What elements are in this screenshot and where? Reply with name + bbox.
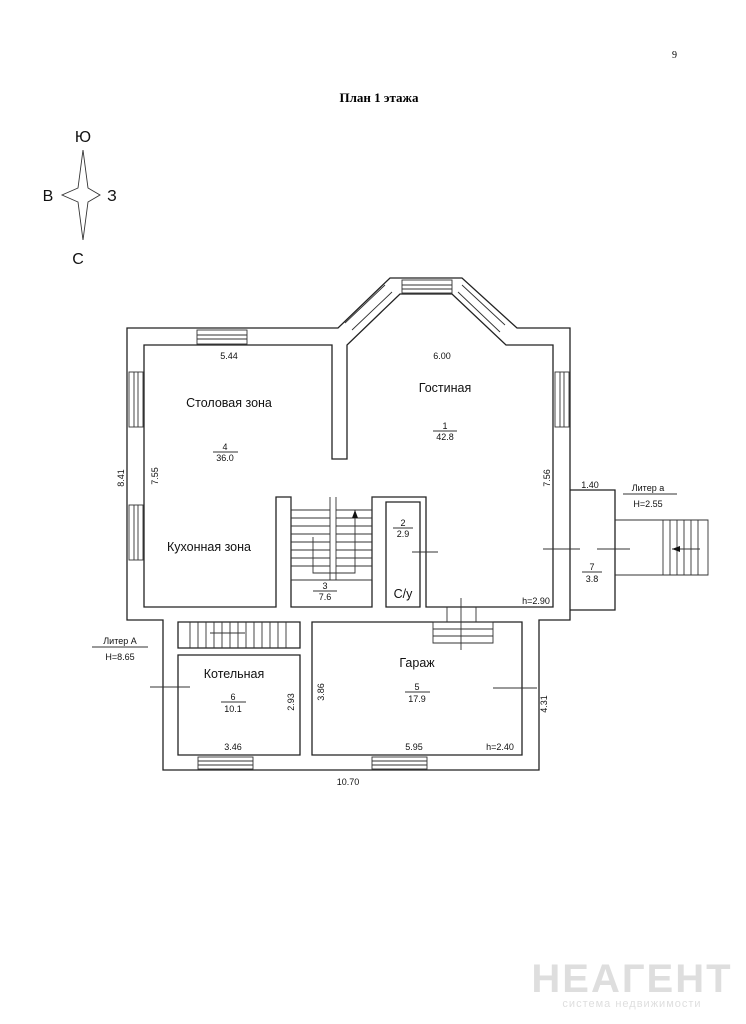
liter-a-main-height: H=8.65 (105, 652, 134, 662)
dim-dining-height: 7.55 (150, 467, 160, 485)
room-name-dining: Столовая зона (186, 396, 272, 410)
dim-boiler-height: 2.93 (286, 693, 296, 711)
compass-east: В (43, 188, 54, 205)
liter-labels: Литер А H=8.65 Литер а H=2.55 (92, 483, 677, 662)
dimensions: 5.44 6.00 8.41 7.55 7.56 1.40 h=2.90 2.9… (116, 351, 599, 787)
room-number-6: 6 (230, 692, 235, 702)
room-name-kitchen: Кухонная зона (167, 540, 251, 554)
dim-garage-width: 5.95 (405, 742, 423, 752)
room-number-1: 1 (442, 421, 447, 431)
watermark-tagline: система недвижимости (562, 998, 701, 1010)
room-area-3: 7.6 (319, 592, 332, 602)
compass-north: С (72, 251, 84, 268)
room-number-5: 5 (414, 682, 419, 692)
dim-dining-width: 5.44 (220, 351, 238, 361)
room-name-wc: С/у (394, 587, 414, 601)
dim-garage-ceiling: h=2.40 (486, 742, 514, 752)
windows (128, 279, 570, 770)
dim-living-width: 6.00 (433, 351, 451, 361)
liter-a-porch-label: Литер а (632, 483, 664, 493)
dim-living-ceiling: h=2.90 (522, 596, 550, 606)
room-name-boiler: Котельная (204, 667, 265, 681)
compass-west: З (107, 188, 117, 205)
room-number-4: 4 (222, 442, 227, 452)
room-name-garage: Гараж (399, 656, 435, 670)
dim-boiler-width: 3.46 (224, 742, 242, 752)
dim-living-height: 7.56 (542, 469, 552, 487)
watermark-brand: НЕАГЕНТ (531, 957, 732, 1001)
room-number-3: 3 (322, 581, 327, 591)
room-number-2: 2 (400, 518, 405, 528)
room-number-7: 7 (589, 562, 594, 572)
liter-a-main-label: Литер А (103, 636, 136, 646)
dim-outer-height: 8.41 (116, 469, 126, 487)
watermark-logo: НЕАГЕНТ система недвижимости (531, 957, 732, 1010)
dim-garage-height-right: 4.31 (539, 695, 549, 713)
walls (126, 277, 709, 771)
room-area-1: 42.8 (436, 432, 454, 442)
compass-rose-icon: Ю В З С (43, 129, 117, 268)
room-area-7: 3.8 (586, 574, 599, 584)
room-area-6: 10.1 (224, 704, 242, 714)
dim-garage-height-left: 3.86 (316, 683, 326, 701)
room-labels: Гостиная 1 42.8 2 2.9 С/у 3 7.6 Столовая… (167, 381, 602, 714)
room-name-living: Гостиная (419, 381, 471, 395)
plan-title: План 1 этажа (340, 90, 419, 105)
compass-south: Ю (75, 129, 91, 146)
dim-total-width: 10.70 (337, 777, 360, 787)
page-number: 9 (672, 50, 677, 61)
room-area-5: 17.9 (408, 694, 426, 704)
dim-porch-width: 1.40 (581, 480, 599, 490)
liter-a-porch-height: H=2.55 (633, 499, 662, 509)
room-area-2: 2.9 (397, 529, 410, 539)
room-area-4: 36.0 (216, 453, 234, 463)
